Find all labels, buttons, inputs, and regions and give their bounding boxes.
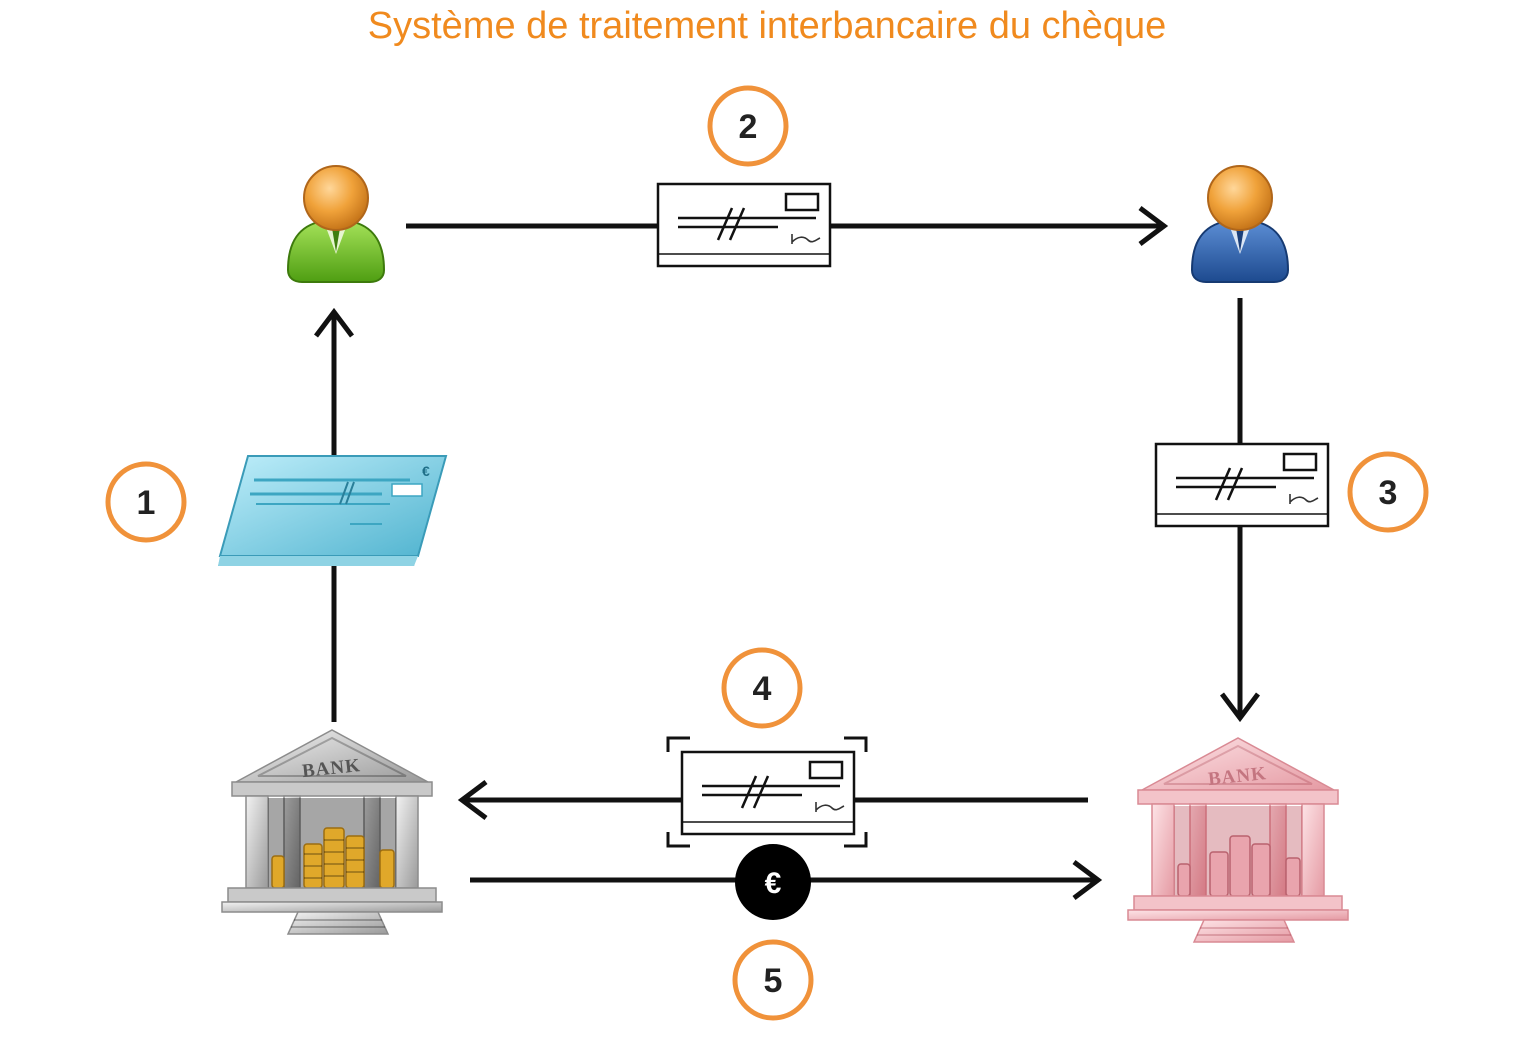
step-number-2: 2 xyxy=(739,108,758,146)
scan-frame-icon xyxy=(666,736,868,848)
step-badge-1: 1 xyxy=(105,461,187,543)
arrow-head-left-bottom xyxy=(457,780,488,820)
step-badge-4: 4 xyxy=(721,647,803,729)
step-number-4: 4 xyxy=(753,670,772,708)
step-number-5: 5 xyxy=(764,962,783,1000)
bank-building-pink-icon: BANK xyxy=(1127,737,1349,943)
person-blue-icon xyxy=(1190,165,1290,283)
cheque-icon xyxy=(1154,442,1330,528)
cheque-image-icon xyxy=(680,750,856,836)
arrow-heads xyxy=(314,206,1260,900)
step-badge-3: 3 xyxy=(1347,451,1429,533)
checkbook-icon: € xyxy=(218,455,448,566)
person-green-icon xyxy=(286,165,386,283)
checkbook-currency: € xyxy=(422,463,430,479)
step-badge-5: 5 xyxy=(732,939,814,1021)
payment-symbol: € xyxy=(765,867,782,900)
arrow-head-up-left xyxy=(314,307,354,338)
step-number-3: 3 xyxy=(1379,474,1398,512)
cheque-icon xyxy=(656,182,832,268)
bank-building-grey-icon: .stone { fill: url(#greyStone); stroke: … xyxy=(221,729,443,935)
diagram-title: Système de traitement interbancaire du c… xyxy=(368,5,1166,47)
arrow-head-right-top xyxy=(1138,206,1169,246)
arrow-head-right-bottom xyxy=(1072,860,1103,900)
step-badge-2: 2 xyxy=(707,85,789,167)
arrow-head-down-right xyxy=(1220,692,1260,723)
step-number-1: 1 xyxy=(137,484,156,522)
euro-coin-icon: € xyxy=(735,844,811,920)
